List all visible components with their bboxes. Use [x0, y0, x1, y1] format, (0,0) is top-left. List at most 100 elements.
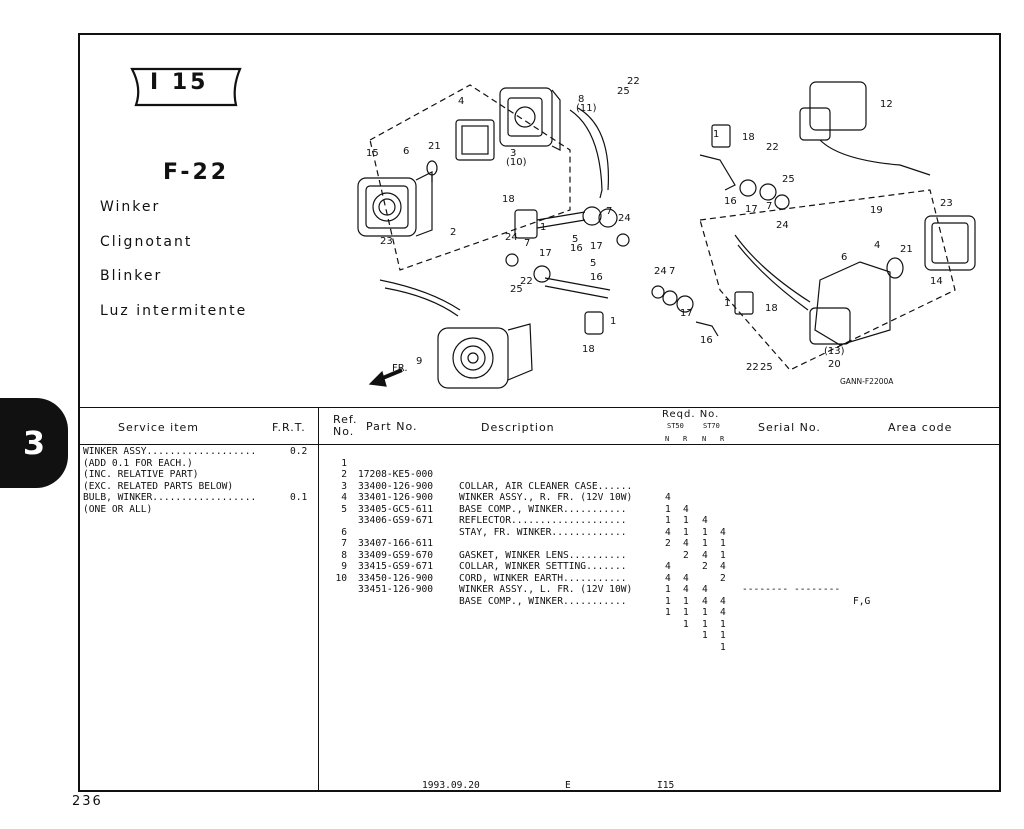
part-no: 33406-GS9-671 — [358, 515, 434, 526]
qty-st70-r: 4 — [720, 526, 726, 538]
svg-text:1: 1 — [540, 222, 546, 233]
svg-text:1: 1 — [713, 129, 719, 140]
table-row: 3 33401-126-900 BASE COMP., WINKER......… — [330, 469, 726, 561]
part-description: WINKER ASSY., R. FR. (12V 10W) — [459, 492, 633, 503]
svg-text:17: 17 — [745, 204, 758, 215]
table-row: 5 33406-GS9-671 STAY, FR. WINKER........… — [330, 492, 870, 607]
reqd-sub-r2: R — [720, 435, 725, 443]
svg-text:14: 14 — [930, 276, 943, 287]
front-arrow-head — [368, 370, 387, 387]
svg-text:25: 25 — [760, 362, 773, 373]
table-row: 7 33409-GS9-670 COLLAR, WINKER SETTING..… — [330, 527, 726, 618]
diagram-code: GANN-F2200A — [840, 377, 894, 386]
part-description: REFLECTOR.................... — [459, 515, 627, 526]
qty-st70-n: 4 — [702, 515, 708, 526]
qty-st70-r: 1 — [720, 618, 726, 630]
base-comp-3 — [499, 87, 561, 151]
collar-24-lower — [651, 285, 665, 299]
qty-st70-r: 1 — [720, 641, 726, 653]
col-header-ref-no: Ref. No. — [333, 413, 358, 438]
svg-text:18: 18 — [742, 132, 755, 143]
stay-5-middle — [514, 206, 630, 247]
qty-st50-n: 1 — [665, 503, 671, 515]
qty-st70-n: 4 — [702, 584, 708, 595]
svg-text:18: 18 — [765, 303, 778, 314]
qty-st50-r: 1 — [683, 595, 689, 607]
svg-text:4: 4 — [874, 240, 880, 251]
svg-text:25: 25 — [510, 284, 523, 295]
qty-st50-n: 4 — [665, 572, 671, 584]
svg-text:6: 6 — [841, 252, 847, 263]
svg-text:17: 17 — [680, 308, 693, 319]
svg-text:(11): (11) — [576, 103, 597, 114]
svg-text:7: 7 — [606, 206, 612, 217]
qty-st70-n: 4 — [702, 549, 708, 561]
part-no: 33409-GS9-670 — [358, 549, 434, 561]
ref-no: 8 — [341, 549, 347, 561]
part-no: 33401-126-900 — [358, 492, 434, 503]
qty-st50-r: 2 — [683, 549, 689, 561]
reqd-group-st70: ST70 — [703, 422, 720, 430]
qty-st70-n: 1 — [702, 538, 708, 549]
service-item-text: (ONE OR ALL) — [83, 503, 153, 515]
qty-st50-r: 1 — [683, 607, 689, 618]
qty-st50-r: 4 — [683, 538, 689, 549]
svg-text:25: 25 — [617, 86, 630, 97]
footer-code: I15 — [657, 780, 675, 791]
ref-no: 1 — [341, 457, 347, 469]
svg-text:16: 16 — [700, 335, 713, 346]
part-no: 33451-126-900 — [358, 584, 434, 595]
qty-st50-n: 2 — [665, 538, 671, 549]
area-code: F,G — [853, 595, 871, 607]
part-description: GASKET, WINKER LENS.......... — [459, 549, 627, 561]
svg-text:7: 7 — [669, 266, 675, 277]
section-tab: 3 — [0, 398, 68, 488]
qty-st50-r: 1 — [683, 618, 689, 630]
qty-st50-n: 4 — [665, 492, 671, 503]
svg-text:4: 4 — [458, 96, 464, 107]
stay-5-lower — [544, 277, 611, 335]
collar-18-lower — [734, 291, 754, 315]
svg-text:24: 24 — [618, 213, 631, 224]
footer-date: 1993.09.20 — [422, 780, 480, 791]
reqd-group-st50: ST50 — [667, 422, 684, 430]
col-header-description: Description — [481, 421, 555, 434]
svg-text:5: 5 — [590, 258, 596, 269]
winker-lamp-12 — [799, 81, 931, 176]
svg-text:16: 16 — [724, 196, 737, 207]
svg-text:18: 18 — [502, 194, 515, 205]
qty-st50-n: 1 — [665, 584, 671, 595]
svg-text:(10): (10) — [506, 157, 527, 168]
svg-text:2: 2 — [450, 227, 456, 238]
section-code: I 15 — [150, 70, 209, 95]
part-no: 33407-166-611 — [358, 538, 434, 549]
svg-text:9: 9 — [416, 356, 422, 367]
svg-text:22: 22 — [766, 142, 779, 153]
collar-17-lower — [676, 295, 694, 313]
section-badge — [130, 67, 242, 107]
part-no: 33415-GS9-671 — [358, 561, 434, 572]
qty-st50-r: 4 — [683, 584, 689, 595]
svg-text:17: 17 — [539, 248, 552, 259]
qty-st50-n: 4 — [665, 526, 671, 538]
part-description: COLLAR, WINKER SETTING....... — [459, 561, 627, 572]
service-item-text: WINKER ASSY................... — [83, 446, 257, 457]
svg-text:7: 7 — [524, 238, 530, 249]
table-column-divider — [318, 407, 319, 792]
ref-no: 4 — [341, 492, 347, 503]
table-row: 10 33451-126-900 BASE COMP., WINKER.....… — [330, 561, 725, 653]
qty-st50-r: 1 — [683, 515, 689, 526]
table-row: 1 17208-KE5-000 COLLAR, AIR CLEANER CASE… — [330, 446, 726, 538]
table-row: 2 33400-126-900 WINKER ASSY., R. FR. (12… — [330, 458, 726, 549]
svg-text:19: 19 — [870, 205, 883, 216]
table-row: 4 33405-GC5-611 REFLECTOR...............… — [330, 481, 726, 572]
qty-st70-r: 1 — [720, 549, 726, 561]
col-header-service-item: Service item — [118, 421, 200, 434]
part-description: BASE COMP., WINKER........... — [459, 503, 627, 515]
reqd-sub-r1: R — [683, 435, 688, 443]
qty-st50-n: 1 — [665, 595, 671, 607]
stay-16-lower — [695, 321, 719, 337]
collar-24 — [505, 253, 519, 267]
winker-lamp-14 — [924, 215, 976, 271]
